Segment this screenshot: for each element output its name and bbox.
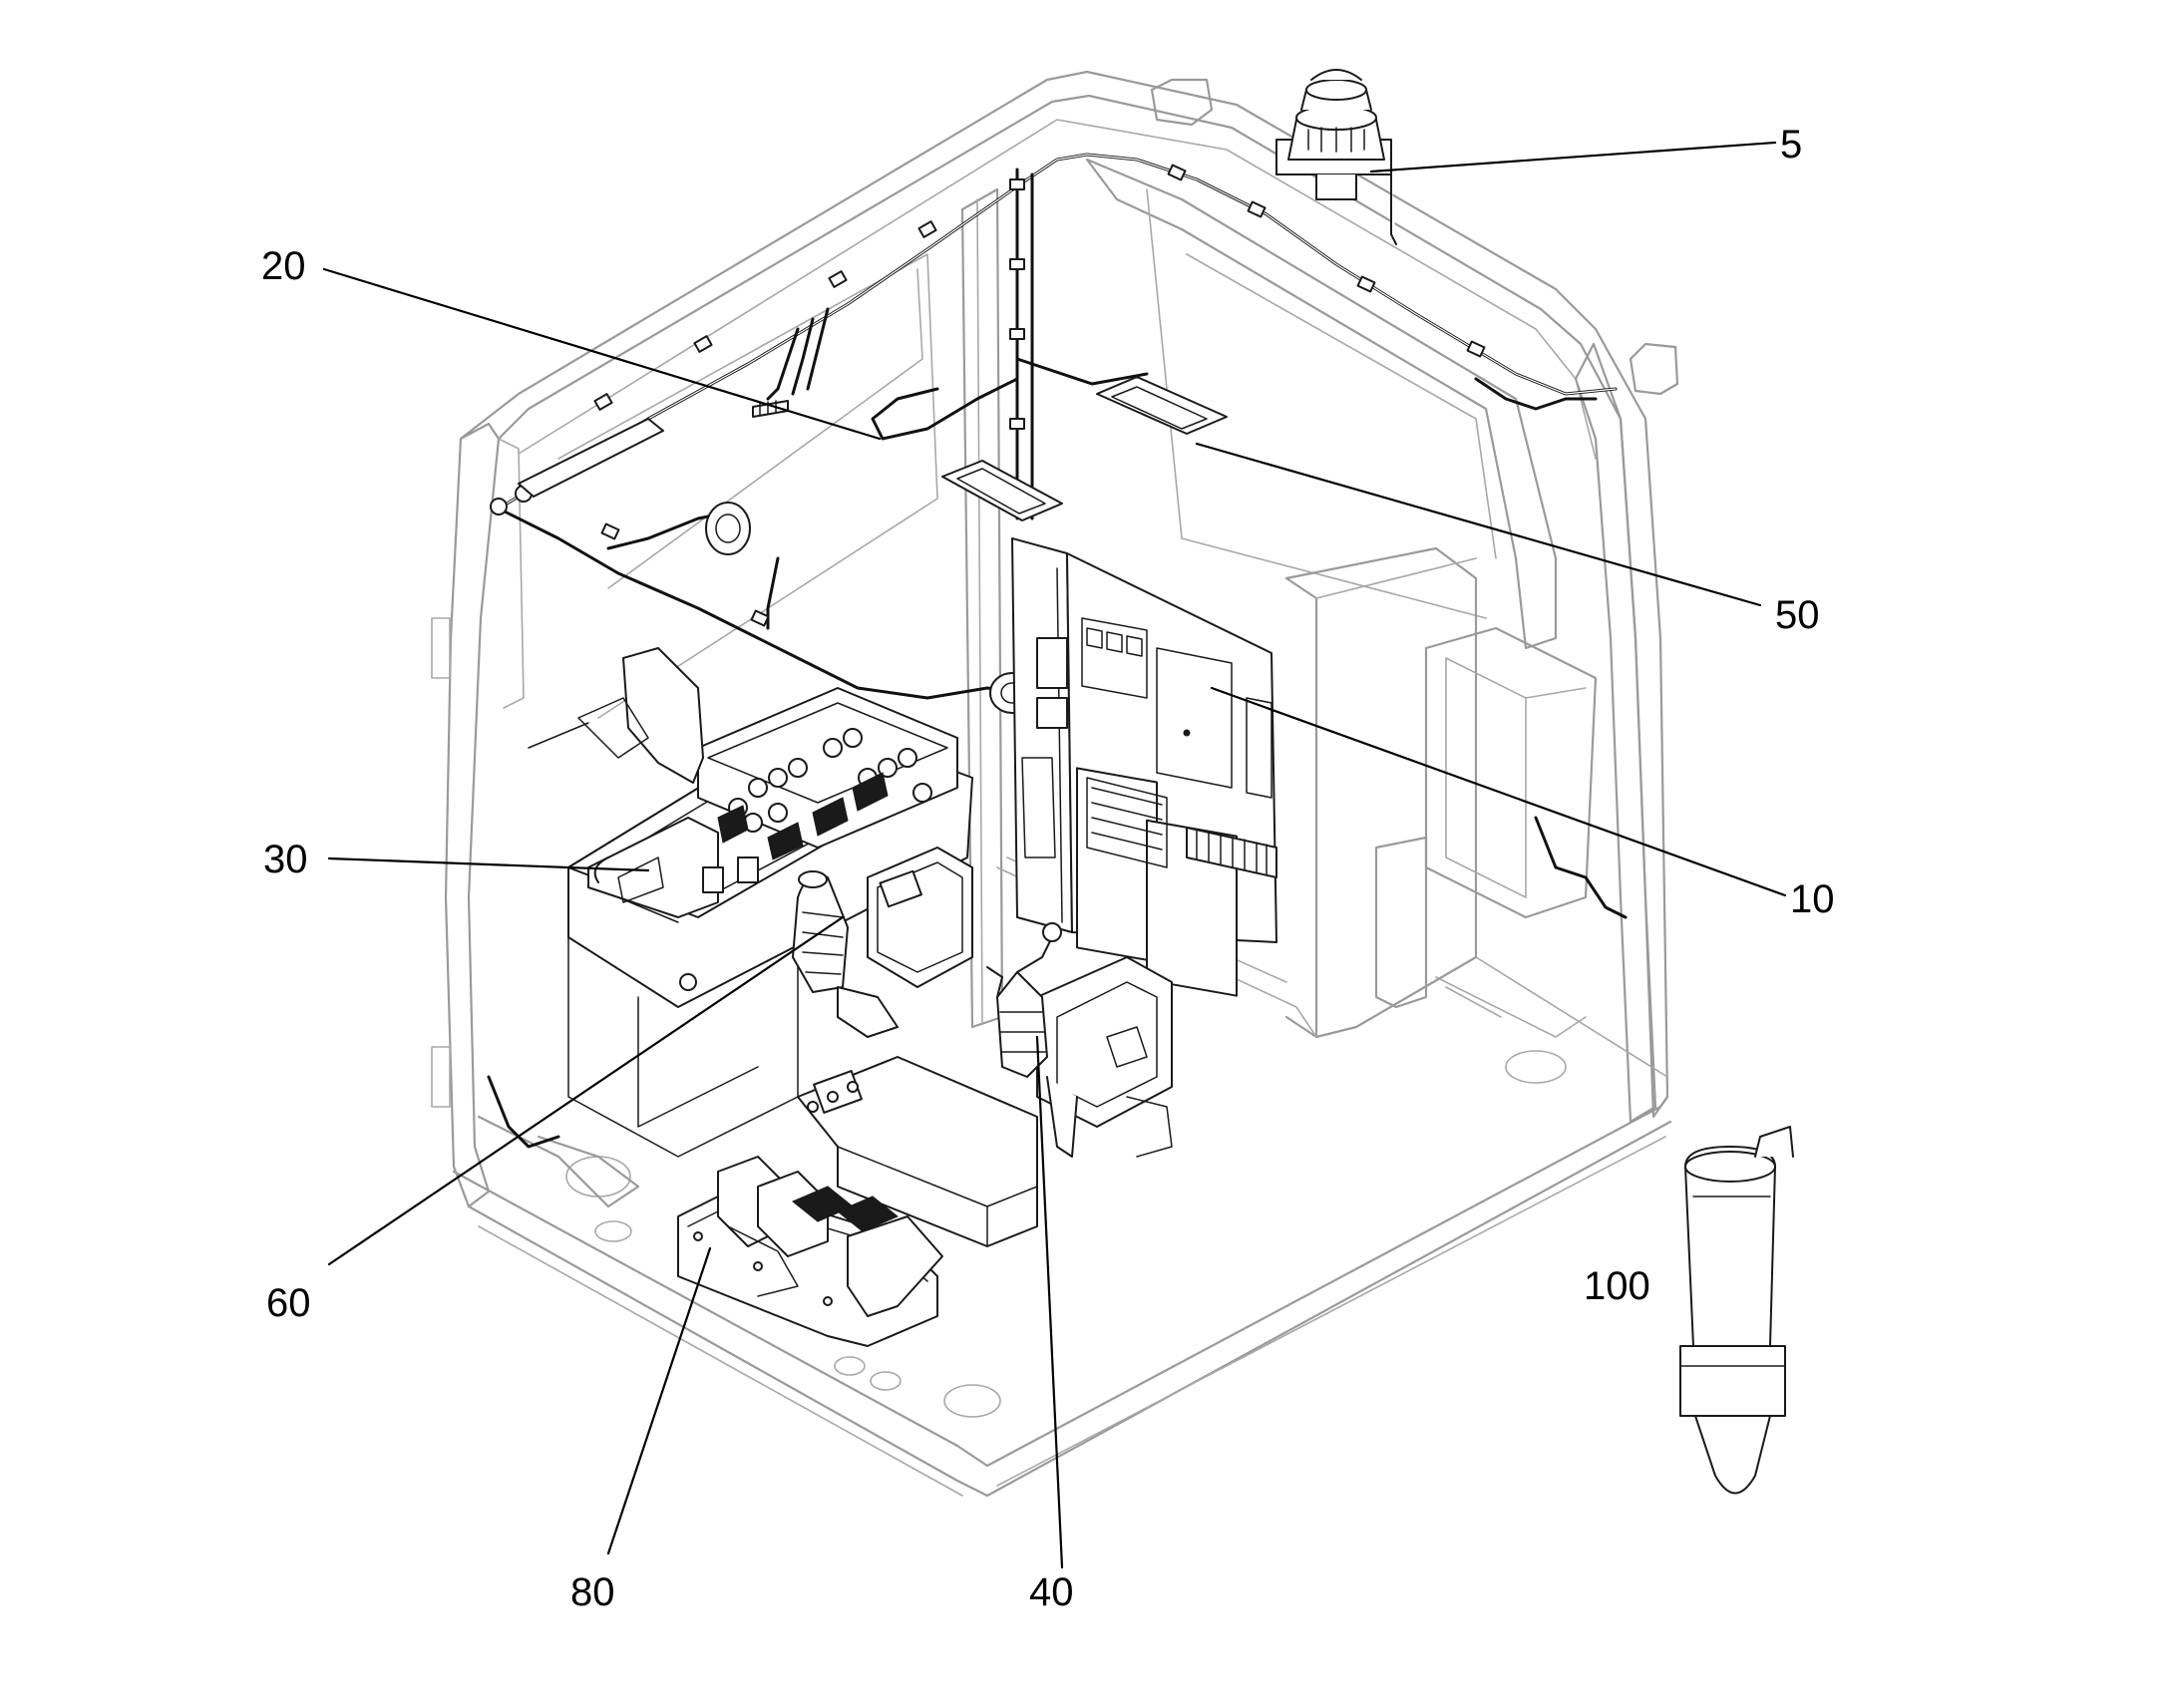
leader-10 [1210, 686, 1787, 897]
beacon-light [1275, 69, 1397, 245]
leader-80 [606, 1246, 712, 1555]
callout-40: 40 [1029, 1570, 1074, 1614]
accessory-100 [1679, 1126, 1794, 1495]
leader-5 [1369, 141, 1777, 173]
callout-10: 10 [1790, 877, 1835, 921]
leader-lines [322, 141, 1787, 1569]
right-joystick [986, 922, 1173, 1158]
leader-50 [1195, 442, 1762, 607]
leader-60 [327, 915, 845, 1266]
leader-30 [327, 856, 650, 872]
roof-lights [941, 376, 1228, 521]
callout-50: 50 [1775, 593, 1820, 637]
callout-100: 100 [1584, 1264, 1650, 1308]
callout-30: 30 [263, 838, 308, 881]
callout-5: 5 [1780, 123, 1802, 167]
leader-20 [322, 267, 882, 441]
pedal-assembly [677, 1156, 943, 1347]
callout-80: 80 [570, 1570, 615, 1614]
wiring-harness [487, 153, 1628, 1149]
control-panel [528, 647, 973, 1158]
electrical-cabinet [1011, 537, 1277, 997]
left-joystick [792, 847, 973, 1038]
callout-labels: 5 20 50 10 30 60 80 40 100 [261, 123, 1835, 1614]
callout-60: 60 [266, 1281, 311, 1325]
callout-20: 20 [261, 244, 306, 288]
side-box [1374, 626, 1598, 1009]
leader-40 [1035, 1035, 1064, 1569]
center-box [797, 1056, 1038, 1247]
cab-frame [431, 70, 1672, 1498]
work-lights [1150, 78, 1679, 396]
